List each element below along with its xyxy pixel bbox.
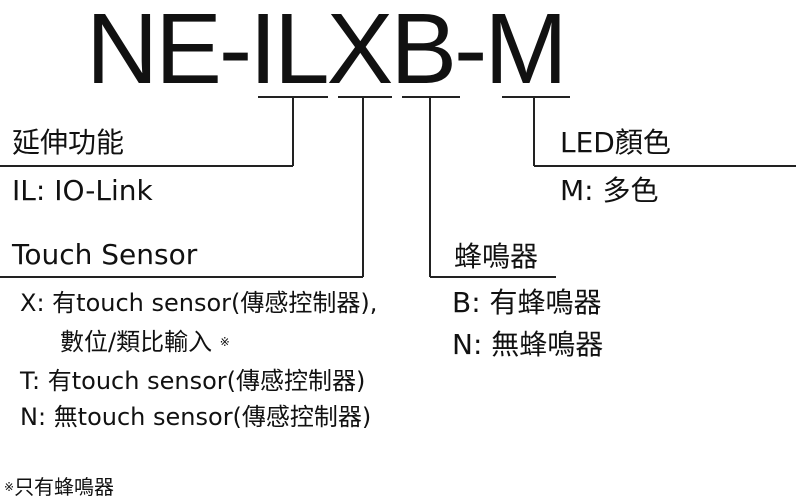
touch-option-text: 有touch sensor(傳感控制器), [52, 289, 378, 317]
touch-option-code: T: [20, 367, 41, 395]
touch-option-t: T: 有touch sensor(傳感控制器) [20, 366, 365, 396]
touch-option-continuation-text: 數位/類比輸入 [60, 328, 213, 356]
touch-option-code: X: [20, 289, 45, 317]
touch-option-code: N: [20, 403, 47, 431]
touch-option-text: 無touch sensor(傳感控制器) [53, 403, 372, 431]
touch-option-text: 有touch sensor(傳感控制器) [47, 367, 366, 395]
extension-option: IL: IO-Link [12, 174, 153, 207]
footnote-mark: ※ [4, 480, 15, 494]
footnote: ※只有蜂鳴器 [4, 474, 114, 500]
touch-option-n: N: 無touch sensor(傳感控制器) [20, 402, 371, 432]
touch-sensor-heading: Touch Sensor [12, 238, 198, 271]
touch-option-x-continuation: 數位/類比輸入 ※ [60, 327, 230, 357]
footnote-text: 只有蜂鳴器 [14, 475, 115, 499]
extension-heading: 延伸功能 [12, 126, 125, 159]
buzzer-heading: 蜂鳴器 [454, 240, 539, 273]
touch-option-x: X: 有touch sensor(傳感控制器), [20, 288, 377, 318]
led-color-heading: LED顏色 [560, 126, 671, 159]
led-color-option: M: 多色 [560, 174, 659, 207]
note-mark: ※ [219, 335, 230, 349]
buzzer-option-n: N: 無蜂鳴器 [452, 328, 604, 361]
model-code-title: NE-ILXB-M [86, 0, 568, 105]
buzzer-option-b: B: 有蜂鳴器 [452, 286, 602, 319]
